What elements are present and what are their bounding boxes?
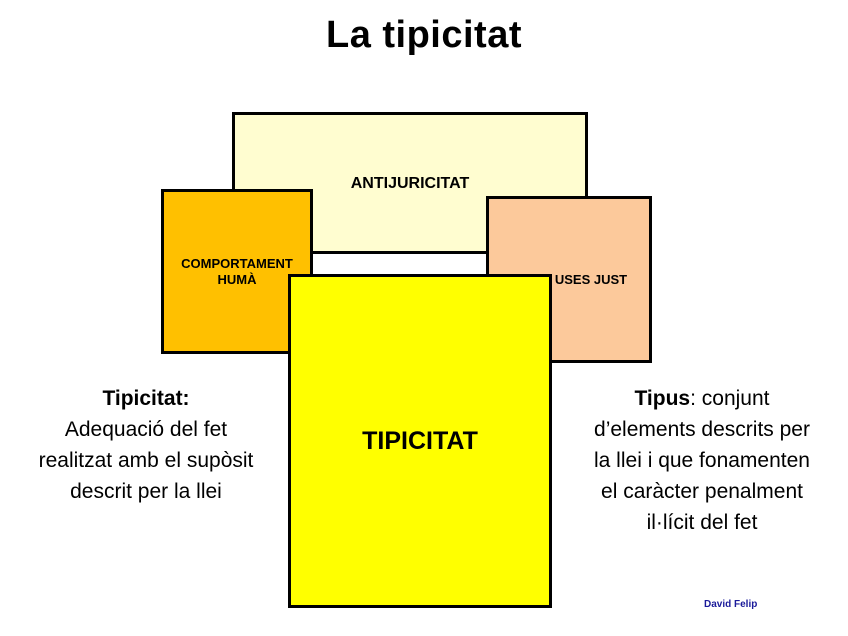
tipicitat-definition: Tipicitat: Adequació del fet realitzat a…: [6, 383, 286, 507]
slide-title: La tipicitat: [325, 14, 523, 56]
antijuricitat-label: ANTIJURICITAT: [350, 175, 470, 192]
tipicitat-definition-heading: Tipicitat:: [102, 387, 190, 410]
causes-label: USES JUST: [554, 272, 628, 287]
tipicitat-definition-line: descrit per la llei: [70, 480, 222, 503]
tipus-definition-line: d’elements descrits per: [594, 418, 810, 441]
tipicitat-definition-line: Adequació del fet: [64, 418, 228, 441]
author-credit: David Felip: [704, 599, 758, 610]
tipus-definition: Tipus: conjunt d’elements descrits per l…: [557, 383, 847, 538]
tipus-definition-first-line: : conjunt: [690, 387, 770, 410]
tipicitat-label: TIPICITAT: [362, 426, 478, 455]
comportament-huma-box: COMPORTAMENT HUMÀ: [161, 189, 313, 354]
tipicitat-definition-line: realitzat amb el supòsit: [38, 449, 254, 472]
tipicitat-box: TIPICITAT: [288, 274, 552, 608]
comportament-label-line2: HUMÀ: [217, 271, 257, 287]
tipus-definition-line: la llei i que fonamenten: [594, 449, 810, 472]
tipus-definition-line: il·lícit del fet: [646, 511, 758, 534]
tipus-definition-heading: Tipus: [634, 387, 691, 410]
tipus-definition-line: el caràcter penalment: [601, 480, 803, 503]
comportament-label-line1: COMPORTAMENT: [181, 255, 293, 271]
